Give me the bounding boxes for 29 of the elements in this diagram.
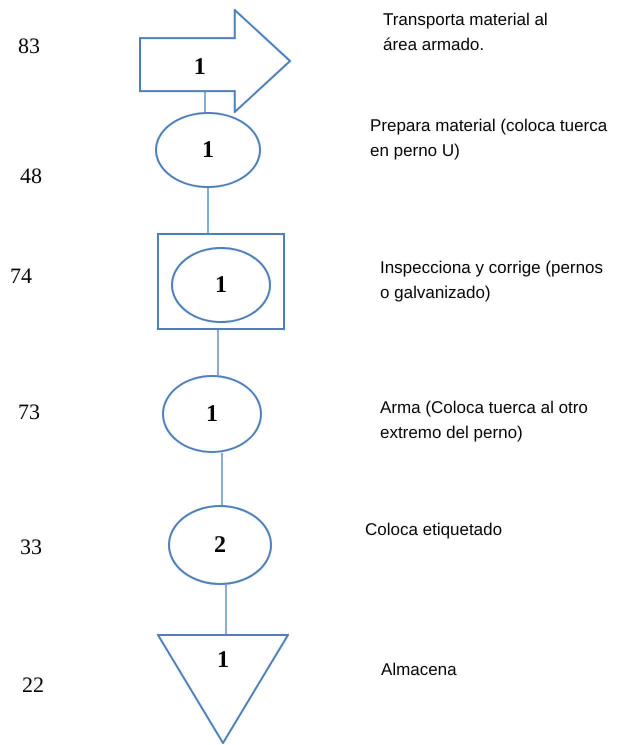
operation-ellipse <box>171 247 271 323</box>
transport-arrow <box>139 9 291 113</box>
time-value: 22 <box>22 671 44 698</box>
connector-line <box>221 453 223 505</box>
operation-ellipse <box>168 505 272 585</box>
connector-line <box>217 330 219 375</box>
time-value: 48 <box>20 162 42 190</box>
step-number: 1 <box>217 648 229 672</box>
step-description: Inspecciona y corrige (pernos o galvanizado) <box>380 257 604 304</box>
operation-ellipse <box>155 112 261 188</box>
step-number: 2 <box>214 533 226 557</box>
step-description: Prepara material (coloca tuerca en perno U) <box>370 115 608 162</box>
inspection-box <box>157 233 285 330</box>
time-value: 74 <box>10 262 32 290</box>
step-description: Coloca etiquetado <box>365 519 504 541</box>
time-value: 33 <box>20 533 42 560</box>
step-number: 1 <box>194 55 206 80</box>
step-description: Transporta material al área armado. <box>383 9 548 56</box>
time-value: 73 <box>18 398 40 426</box>
step-description: Arma (Coloca tuerca al otro extremo del perno) <box>380 397 589 444</box>
step-number: 1 <box>215 273 227 297</box>
connector-line <box>207 188 209 233</box>
step-number: 1 <box>206 402 218 426</box>
operation-ellipse <box>162 375 262 453</box>
storage-triangle <box>157 634 289 744</box>
step-description: Almacena <box>381 659 458 681</box>
connector-line <box>225 585 227 634</box>
time-value: 83 <box>18 32 40 60</box>
step-number: 1 <box>202 138 214 162</box>
